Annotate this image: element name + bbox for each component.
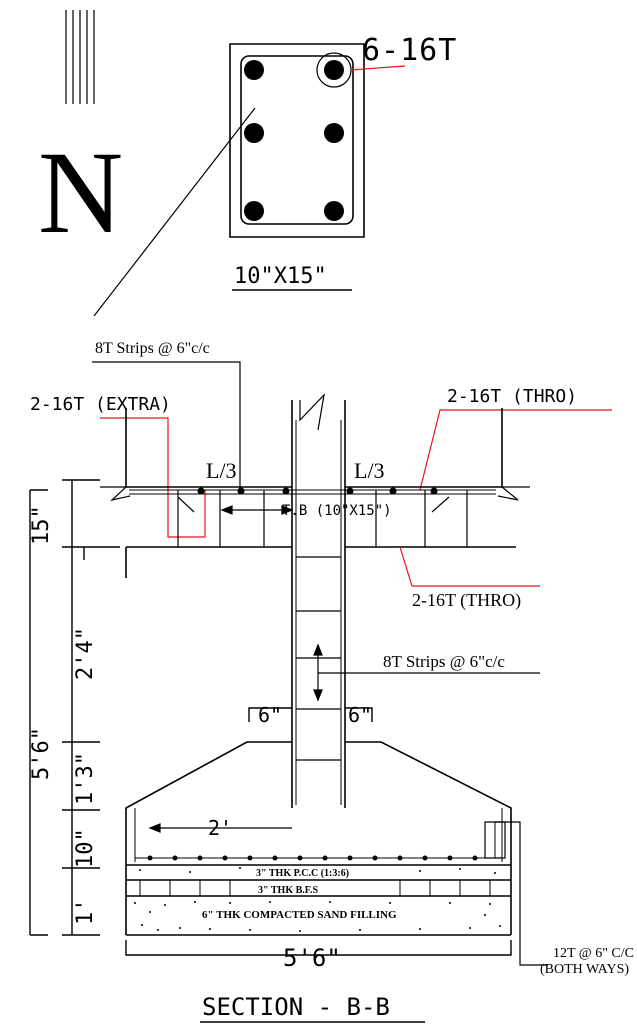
dim-beam-depth: 15" [29, 505, 54, 545]
column-neck [292, 395, 345, 808]
layer-sand-label: 6" THK COMPACTED SAND FILLING [202, 909, 397, 921]
dim-base-layers: 1' [73, 899, 98, 926]
footing-outline [126, 742, 511, 935]
beam-top-bars [197, 487, 438, 495]
column-size-label: 10"X15" [234, 264, 327, 289]
stirrups-top-leader [92, 362, 240, 490]
thro-top-leader [420, 410, 612, 490]
footing-reinf-label-1: 12T @ 6" C/C [553, 946, 634, 961]
footing-slope-dim [148, 823, 292, 833]
thro-bottom-leader [400, 547, 540, 586]
tie-beam [100, 408, 530, 578]
column-stirrup-arrow [313, 643, 323, 702]
thro-bottom-label: 2-16T (THRO) [412, 590, 521, 611]
tie-beam-label: T.B (10"X15") [282, 503, 392, 519]
north-arrow [66, 10, 94, 104]
offset-right-label: 6" [348, 703, 372, 727]
vertical-dimension-labels: 15" 5'6" 2'4" 1'3" 10" 1' [29, 505, 98, 925]
column-rebars [244, 60, 344, 221]
dim-neck-height: 2'4" [73, 627, 98, 680]
footing-reinf-callout [485, 822, 548, 965]
extra-bars-leader [100, 418, 205, 537]
bfs-brick-pattern [140, 880, 490, 896]
thro-top-label: 2-16T (THRO) [447, 386, 577, 407]
section-title: SECTION - B-B [202, 993, 390, 1021]
extra-bars-label: 2-16T (EXTRA) [30, 394, 171, 415]
footing-reinf-label-2: (BOTH WAYS) [540, 962, 629, 977]
offset-left-label: 6" [258, 703, 282, 727]
section-cut-line [94, 108, 255, 316]
footing-slope-label: 2' [208, 816, 232, 840]
vertical-dimensions [30, 480, 120, 935]
span-right-label: L/3 [354, 458, 385, 483]
column-rebar-label: 6-16T [362, 33, 457, 68]
layer-bfs-label: 3" THK B.F.S [258, 885, 318, 896]
footing-width-label: 5'6" [283, 944, 341, 972]
sand-texture [134, 867, 501, 932]
dim-total-depth: 5'6" [29, 727, 54, 780]
footing-bars [147, 855, 478, 861]
north-symbol: N [38, 127, 123, 258]
stirrups-top-label: 8T Strips @ 6"c/c [95, 340, 210, 357]
tie-beam-arrow [220, 505, 294, 515]
span-left-label: L/3 [206, 458, 237, 483]
dim-footing-edge: 10" [73, 828, 98, 868]
layer-pcc-label: 3" THK P.C.C (1:3:6) [256, 868, 349, 879]
footing-width-dim [126, 940, 511, 955]
stirrups-column-label: 8T Strips @ 6"c/c [383, 652, 505, 671]
rebar-callout-leader [350, 66, 405, 70]
dim-slope-height: 1'3" [73, 752, 98, 805]
offset-marks [249, 708, 372, 722]
